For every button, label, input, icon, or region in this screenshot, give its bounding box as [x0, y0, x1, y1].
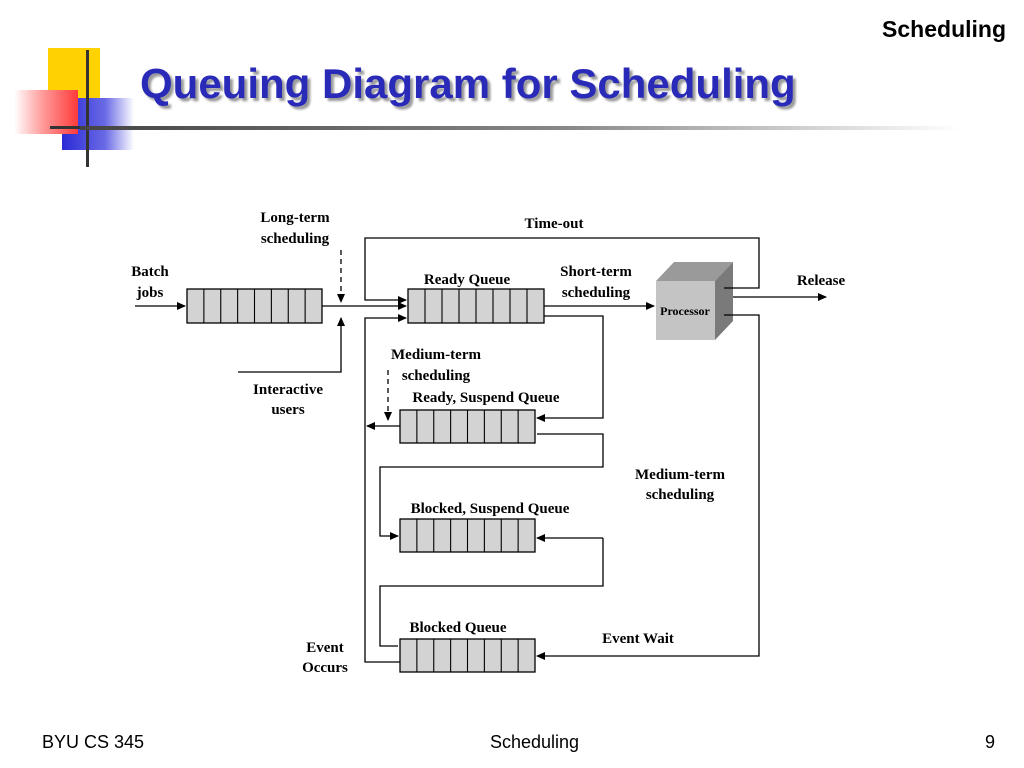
label-batch-2: jobs	[136, 285, 164, 301]
label-interactive-1: Interactive	[253, 382, 323, 398]
label-event-occurs-2: Occurs	[302, 660, 348, 676]
processor-label: Processor	[660, 304, 710, 318]
footer-center: Scheduling	[490, 732, 580, 752]
label-long-term-1: Long-term	[260, 210, 330, 226]
slide-title: Queuing Diagram for Scheduling	[140, 60, 796, 107]
label-medium-term-right-1: Medium-term	[635, 467, 725, 483]
event-occurs-line	[364, 314, 407, 663]
label-medium-term-right-2: scheduling	[646, 487, 715, 503]
label-short-term-2: scheduling	[562, 285, 631, 301]
label-interactive-2: users	[271, 402, 304, 418]
ready-suspend-queue	[399, 409, 536, 444]
label-batch-1: Batch	[131, 264, 169, 280]
processor-side-face	[715, 262, 733, 340]
batch-jobs-queue	[186, 288, 323, 324]
footer-page-number: 9	[985, 732, 996, 752]
label-ready-queue: Ready Queue	[424, 272, 511, 288]
ready-to-suspend-line	[536, 315, 604, 422]
interactive-users-line	[238, 317, 345, 373]
time-out-loop	[364, 237, 760, 304]
processor-top-face	[656, 262, 733, 281]
title-underline	[80, 126, 960, 130]
label-time-out: Time-out	[525, 216, 584, 232]
ready-suspend-return-line	[379, 433, 604, 540]
blocked-queue	[399, 638, 536, 673]
label-medium-term-top-1: Medium-term	[391, 347, 481, 363]
label-release: Release	[797, 273, 846, 289]
label-long-term-2: scheduling	[261, 231, 330, 247]
event-wait-line	[536, 314, 760, 660]
decor-horizontal-line	[50, 126, 84, 129]
header-section-label: Scheduling	[882, 16, 1006, 42]
label-ready-suspend-queue: Ready, Suspend Queue	[412, 390, 559, 406]
label-short-term-1: Short-term	[560, 264, 632, 280]
processor-front-face	[656, 281, 715, 340]
label-blocked-suspend-queue: Blocked, Suspend Queue	[411, 501, 570, 517]
label-event-wait: Event Wait	[602, 631, 674, 647]
footer-left: BYU CS 345	[42, 732, 145, 752]
decor-vertical-line	[86, 50, 89, 167]
blocked-suspend-loop-line	[379, 538, 604, 647]
processor-box: Processor	[656, 262, 733, 340]
label-event-occurs-1: Event	[306, 640, 344, 656]
label-blocked-queue: Blocked Queue	[409, 620, 506, 636]
blocked-suspend-queue	[399, 518, 536, 553]
label-medium-term-top-2: scheduling	[402, 368, 471, 384]
ready-queue	[407, 288, 545, 324]
